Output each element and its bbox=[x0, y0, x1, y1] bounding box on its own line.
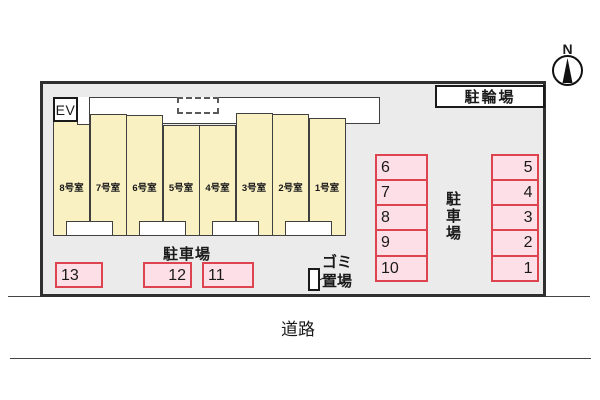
bicycle-parking-box: 駐輪場 bbox=[435, 85, 545, 108]
road-label: 道路 bbox=[281, 320, 315, 339]
compass-icon bbox=[552, 55, 583, 86]
elevator-label: EV bbox=[55, 101, 76, 118]
room-label: 4号室 bbox=[205, 183, 230, 194]
room-label: 1号室 bbox=[314, 183, 340, 194]
parking-space-3: 3 bbox=[490, 204, 539, 232]
parking-column-right: 5 4 3 2 1 bbox=[490, 153, 539, 282]
parking-space-2: 2 bbox=[490, 229, 539, 257]
room-label: 6号室 bbox=[132, 183, 157, 194]
porch bbox=[285, 221, 332, 236]
garbage-label-line1: ゴミ bbox=[322, 254, 353, 271]
dashed-opening bbox=[177, 97, 219, 114]
parking-space-13: 13 bbox=[55, 261, 103, 288]
entrance-notch bbox=[77, 97, 90, 125]
parking-space-11: 11 bbox=[202, 261, 254, 288]
parking-space-6: 6 bbox=[375, 153, 428, 181]
garbage-bin-icon bbox=[308, 268, 320, 291]
parking-space-8: 8 bbox=[375, 204, 428, 232]
parking-space-9: 9 bbox=[375, 229, 428, 257]
porch bbox=[139, 221, 186, 236]
elevator-box: EV bbox=[53, 97, 78, 122]
room-label: 5号室 bbox=[168, 183, 194, 194]
room-6: 6号室 bbox=[126, 115, 163, 236]
parking-space-5: 5 bbox=[490, 153, 539, 181]
parking-space-10: 10 bbox=[375, 254, 428, 282]
room-4: 4号室 bbox=[199, 125, 236, 236]
north-label: N bbox=[562, 41, 573, 57]
bicycle-parking-label: 駐輪場 bbox=[464, 89, 516, 106]
parking-space-1: 1 bbox=[490, 254, 539, 282]
compass-needle-icon bbox=[562, 58, 573, 83]
room-label: 7号室 bbox=[95, 183, 121, 194]
road-bottom-line bbox=[10, 358, 591, 359]
garbage-label-line2: 置場 bbox=[322, 272, 353, 290]
parking-column-middle: 6 7 8 9 10 bbox=[375, 153, 428, 282]
room-label: 3号室 bbox=[241, 183, 267, 194]
room-2: 2号室 bbox=[272, 114, 309, 236]
room-8: 8号室 bbox=[53, 119, 90, 236]
garbage-area-label: ゴミ 置場 bbox=[322, 254, 352, 291]
porch bbox=[66, 221, 113, 236]
room-3: 3号室 bbox=[235, 113, 273, 236]
parking-space-7: 7 bbox=[375, 178, 428, 207]
parking-space-12: 12 bbox=[143, 261, 192, 288]
porch bbox=[212, 221, 259, 236]
room-label: 8号室 bbox=[59, 183, 84, 194]
room-5: 5号室 bbox=[162, 125, 200, 236]
room-label: 2号室 bbox=[278, 183, 303, 194]
parking-space-4: 4 bbox=[490, 178, 539, 207]
parking-lot-label: 駐車場 bbox=[163, 246, 212, 263]
parking-lot-label-vertical: 駐車場 bbox=[444, 191, 461, 242]
room-7: 7号室 bbox=[89, 114, 127, 236]
room-1: 1号室 bbox=[308, 118, 346, 236]
